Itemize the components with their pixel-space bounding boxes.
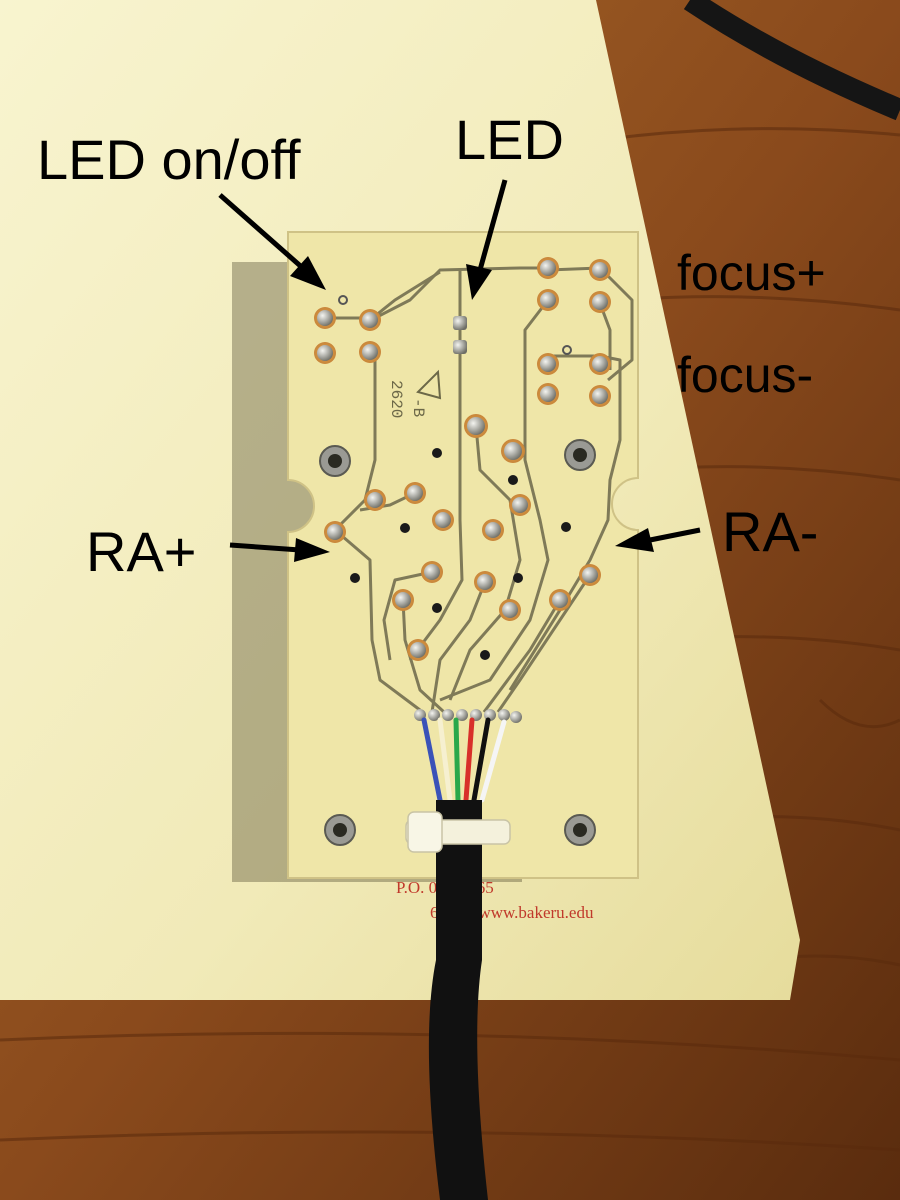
annotation-arrows — [218, 179, 701, 562]
label-led-on-off: LED on/off — [37, 128, 301, 191]
pcb-marking-rev: -B — [409, 398, 427, 417]
pcb-marking-number: 2620 — [387, 380, 405, 418]
mounting-holes — [319, 439, 596, 846]
wire-pads — [414, 709, 522, 723]
label-focus-plus: focus+ — [677, 245, 826, 301]
label-focus-minus: focus- — [677, 347, 814, 403]
main-cable — [428, 800, 488, 1200]
background-cable — [683, 0, 900, 121]
ribbon-wires — [421, 717, 507, 803]
label-ra-minus: RA- — [722, 500, 819, 563]
label-led: LED — [455, 108, 564, 171]
arrow-led-onoff — [218, 193, 307, 272]
vias — [338, 295, 572, 660]
solder-joints — [317, 260, 608, 658]
pcb-markings: 2620 -B — [387, 369, 442, 418]
cable-tie-head — [407, 811, 443, 853]
arrow-led — [477, 179, 508, 271]
arrow-ra-minus — [649, 527, 701, 543]
arrow-ra-plus — [229, 542, 301, 553]
label-ra-plus: RA+ — [86, 520, 197, 583]
